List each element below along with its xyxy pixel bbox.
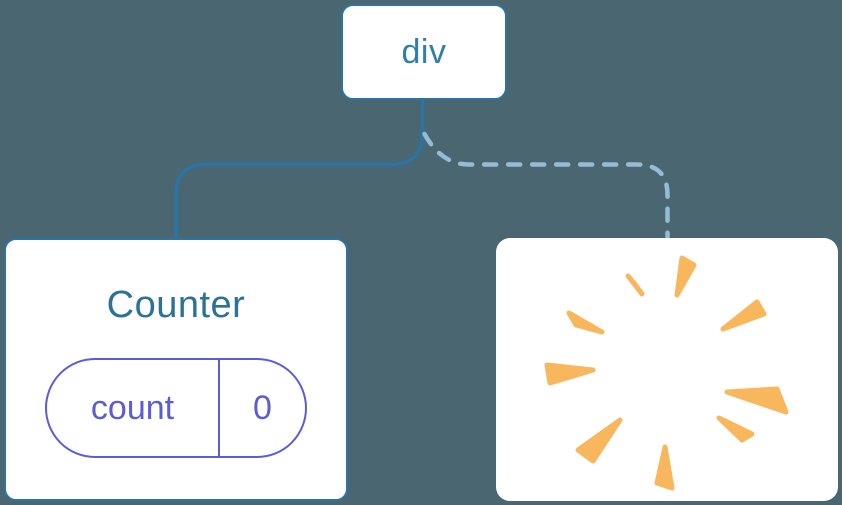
state-key-cell: count — [47, 360, 220, 456]
poof-spike — [716, 415, 755, 443]
root-node-div: div — [341, 4, 507, 100]
removed-child-dashed-link — [422, 131, 670, 240]
state-value: 0 — [253, 388, 272, 427]
poof-spike — [674, 255, 697, 298]
poof-spike — [625, 273, 645, 297]
root-node-label: div — [401, 32, 447, 71]
poof-spike — [724, 386, 789, 415]
poof-spike — [575, 417, 623, 464]
poof-spike — [566, 310, 605, 335]
removed-component-node — [496, 238, 838, 501]
component-title: Counter — [106, 284, 246, 326]
poof-spike — [544, 362, 596, 386]
state-value-cell: 0 — [220, 360, 305, 456]
state-pill: count 0 — [45, 358, 307, 458]
state-key-label: count — [90, 388, 175, 427]
parent-child-link — [174, 100, 425, 238]
poof-spikes — [544, 255, 789, 491]
poof-spike — [654, 444, 675, 491]
counter-component-node: Counter count 0 — [4, 238, 348, 501]
poof-explosion-icon — [544, 255, 789, 491]
poof-spike — [720, 299, 767, 332]
